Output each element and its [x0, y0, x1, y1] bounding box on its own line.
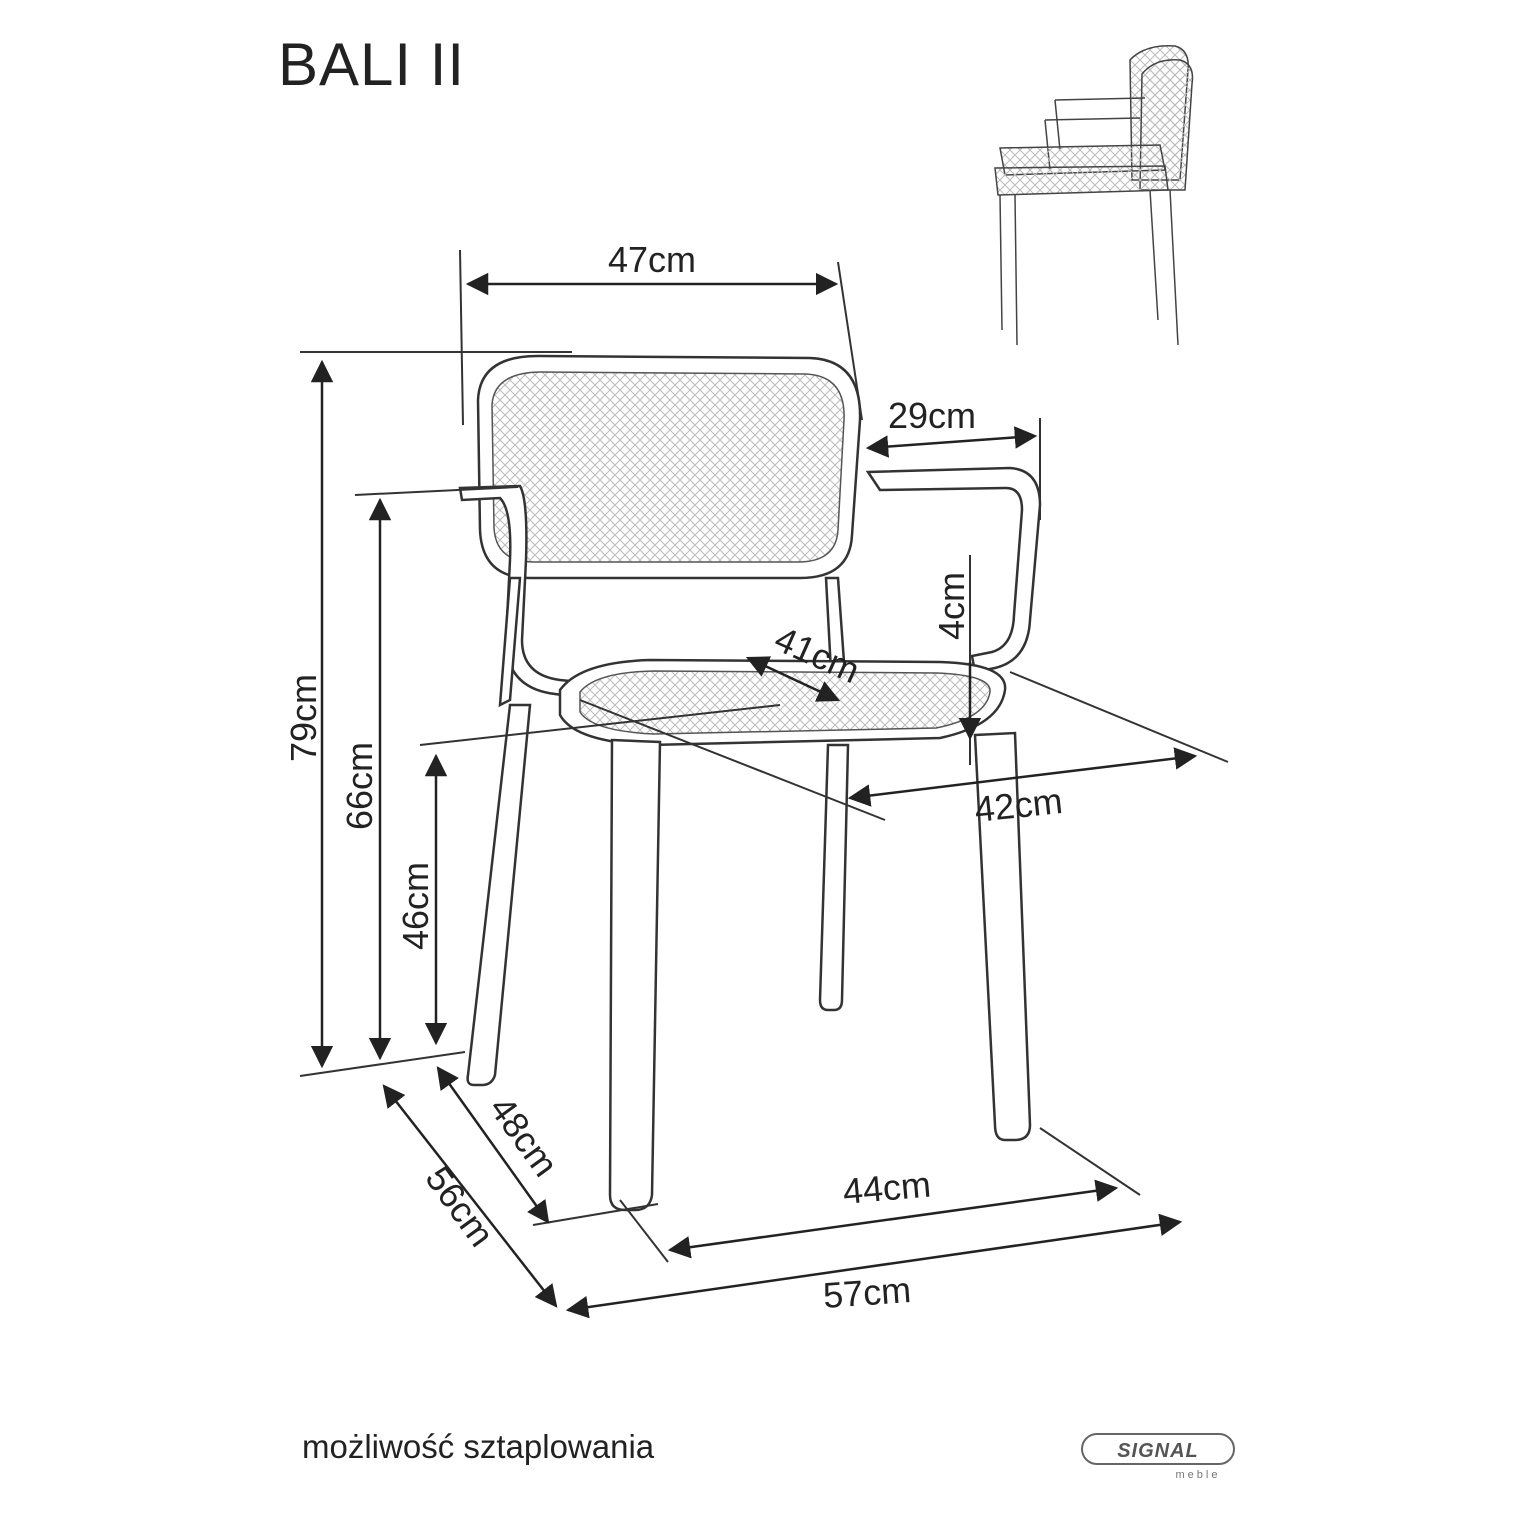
- label-armrest-depth: 29cm: [888, 395, 976, 436]
- arrow-41cm: [745, 656, 841, 702]
- arrow-29cm: [865, 426, 1038, 458]
- arrow-42cm: [847, 747, 1198, 807]
- dimension-arrows: [310, 272, 1198, 1319]
- label-total-height: 79cm: [283, 674, 324, 762]
- chair-back-leg-left: [466, 703, 532, 1087]
- chair-front-leg-left: [608, 738, 662, 1212]
- stacked-chairs-thumbnail: [994, 45, 1194, 346]
- product-title: BALI II: [278, 31, 466, 98]
- label-total-depth: 56cm: [418, 1159, 503, 1254]
- label-seat-height: 46cm: [395, 862, 436, 950]
- label-total-width: 57cm: [822, 1269, 913, 1316]
- label-backrest-width: 47cm: [608, 239, 696, 280]
- chair-right-arm: [865, 466, 1042, 674]
- chair-back-leg-right: [818, 743, 850, 1012]
- label-leg-width: 44cm: [841, 1163, 932, 1212]
- backrest-cane: [491, 371, 845, 563]
- chair-drawing: [458, 354, 1042, 1212]
- stacking-caption: możliwość sztaplowania: [302, 1428, 655, 1465]
- label-seat-thickness: 4cm: [931, 572, 972, 640]
- arrow-57cm: [565, 1213, 1183, 1319]
- arrow-56cm: [382, 1084, 558, 1308]
- label-armrest-height: 66cm: [339, 742, 380, 830]
- chair-back-post-left: [498, 576, 522, 708]
- label-seat-width: 42cm: [973, 780, 1065, 830]
- logo-brand: SIGNAL: [1117, 1440, 1199, 1462]
- label-leg-depth: 48cm: [482, 1089, 567, 1184]
- logo-sub: meble: [1176, 1469, 1221, 1481]
- seat-cane: [579, 670, 991, 735]
- chair-front-leg-right: [973, 731, 1032, 1142]
- signal-logo: SIGNAL meble: [1081, 1433, 1235, 1481]
